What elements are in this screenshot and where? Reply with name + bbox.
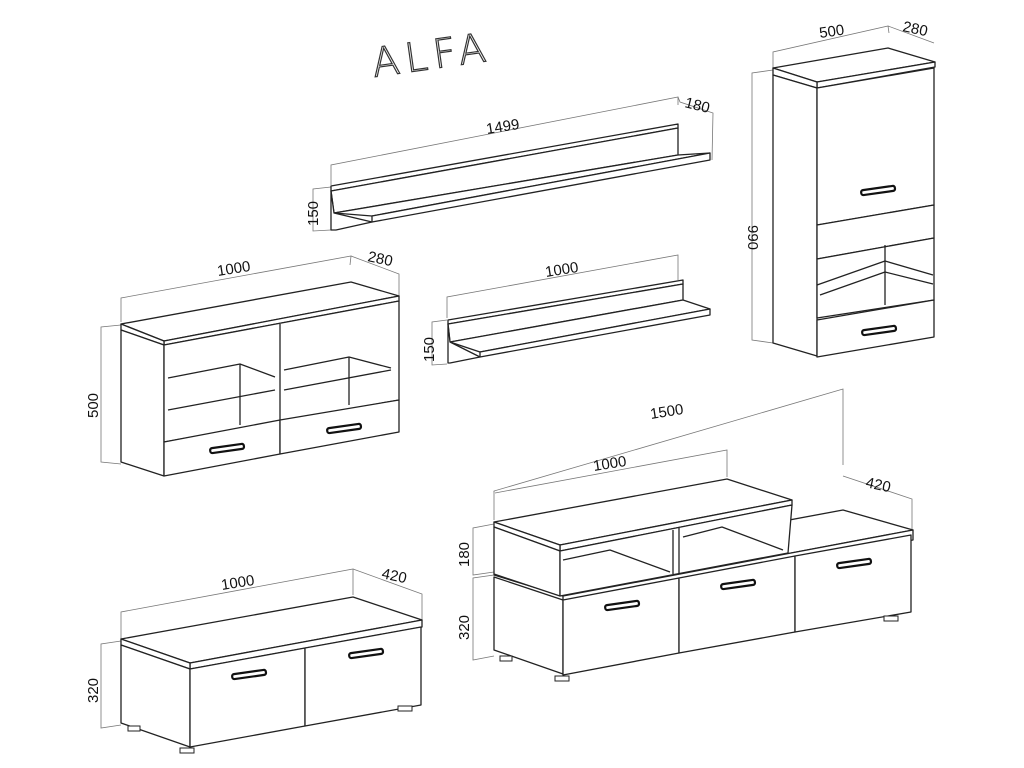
- low-cabinet: 1000 420 320: [85, 565, 423, 754]
- foot-icon: [127, 725, 141, 732]
- dim-height: 990: [744, 225, 761, 250]
- tv-stand: 1500 1000 420 180 320: [456, 388, 914, 682]
- foot-icon: [499, 655, 513, 662]
- dim-depth: 420: [380, 565, 408, 587]
- handle-icon: [231, 668, 268, 681]
- dim-width: 500: [818, 22, 845, 42]
- handle-icon: [836, 557, 873, 570]
- handle-icon: [720, 578, 757, 591]
- foot-icon: [554, 675, 570, 682]
- dim-width: 1499: [485, 116, 521, 138]
- wall-cabinet-wide: 1000 280 500: [85, 248, 400, 477]
- dim-width: 1000: [220, 572, 256, 594]
- handle-icon: [860, 184, 897, 197]
- dim-depth: 420: [864, 474, 892, 496]
- dim-height: 150: [421, 337, 438, 362]
- dim-top-height: 180: [456, 542, 473, 567]
- dim-depth: 180: [683, 94, 711, 117]
- foot-icon: [179, 747, 195, 754]
- title: ALFA: [368, 24, 495, 88]
- handle-icon: [209, 442, 246, 455]
- dim-depth: 280: [366, 248, 394, 270]
- handle-icon: [326, 422, 363, 435]
- dim-height: 320: [456, 615, 473, 640]
- handle-icon: [861, 324, 898, 337]
- handle-icon: [604, 599, 641, 612]
- dim-width: 1500: [649, 401, 685, 423]
- dim-depth: 280: [901, 18, 929, 40]
- dim-top-width: 1000: [592, 453, 628, 475]
- dim-height: 320: [85, 678, 102, 703]
- dim-width: 1000: [544, 259, 580, 281]
- tall-wall-cabinet: 500 280 990: [744, 18, 936, 358]
- dim-height: 150: [305, 201, 322, 226]
- dim-width: 1000: [216, 258, 252, 280]
- foot-icon: [883, 615, 899, 622]
- wall-shelf-small: 1000 150: [421, 254, 711, 366]
- handle-icon: [348, 647, 385, 660]
- wall-shelf-large: 1499 180 150: [305, 94, 714, 232]
- dim-height: 500: [85, 393, 102, 418]
- title-text: ALFA: [369, 25, 495, 87]
- foot-icon: [397, 705, 413, 712]
